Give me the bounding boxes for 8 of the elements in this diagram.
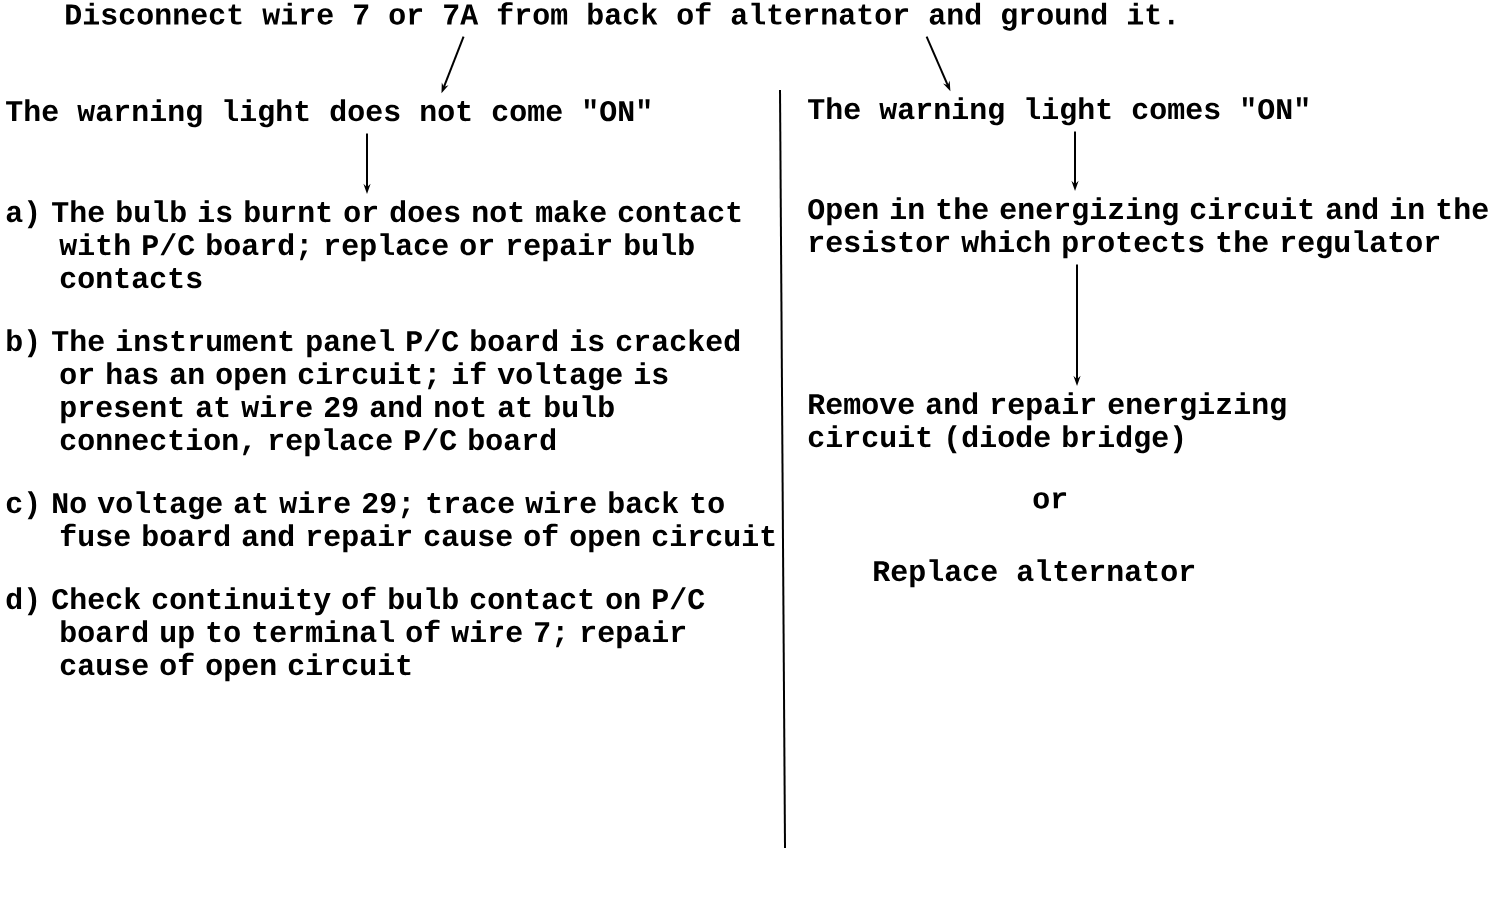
step-text: The warning light comes "ON" bbox=[808, 97, 1308, 126]
step-text: Open in the energizing circuit and in the resistor which protects the regulator bbox=[808, 197, 1488, 259]
cause-list: a) The bulb is burnt or does not make contact with P/C board; replace or repair bulb contacts b) The instrument panel P/C board is cracked or has an open circuit; if voltage is present at wire 29 and not at bulb connection, replace P/C board c) No voltage at wire 29; trace wire back to fuse board and repair cause of open circuit d) Check continuity of bulb contact on P/C board up to terminal of wire 7; repair cause of open circuit bbox=[6, 200, 775, 682]
note-text: or bbox=[1033, 492, 1067, 509]
step-text: Remove and repair energizing circuit (diode bridge) bbox=[808, 392, 1286, 454]
note-text: Replace alternator bbox=[874, 559, 1195, 588]
step-text: Disconnect wire 7 or 7A from back of alternator and ground it. bbox=[66, 2, 1174, 31]
step-text: The warning light does not come "ON" bbox=[6, 99, 650, 128]
